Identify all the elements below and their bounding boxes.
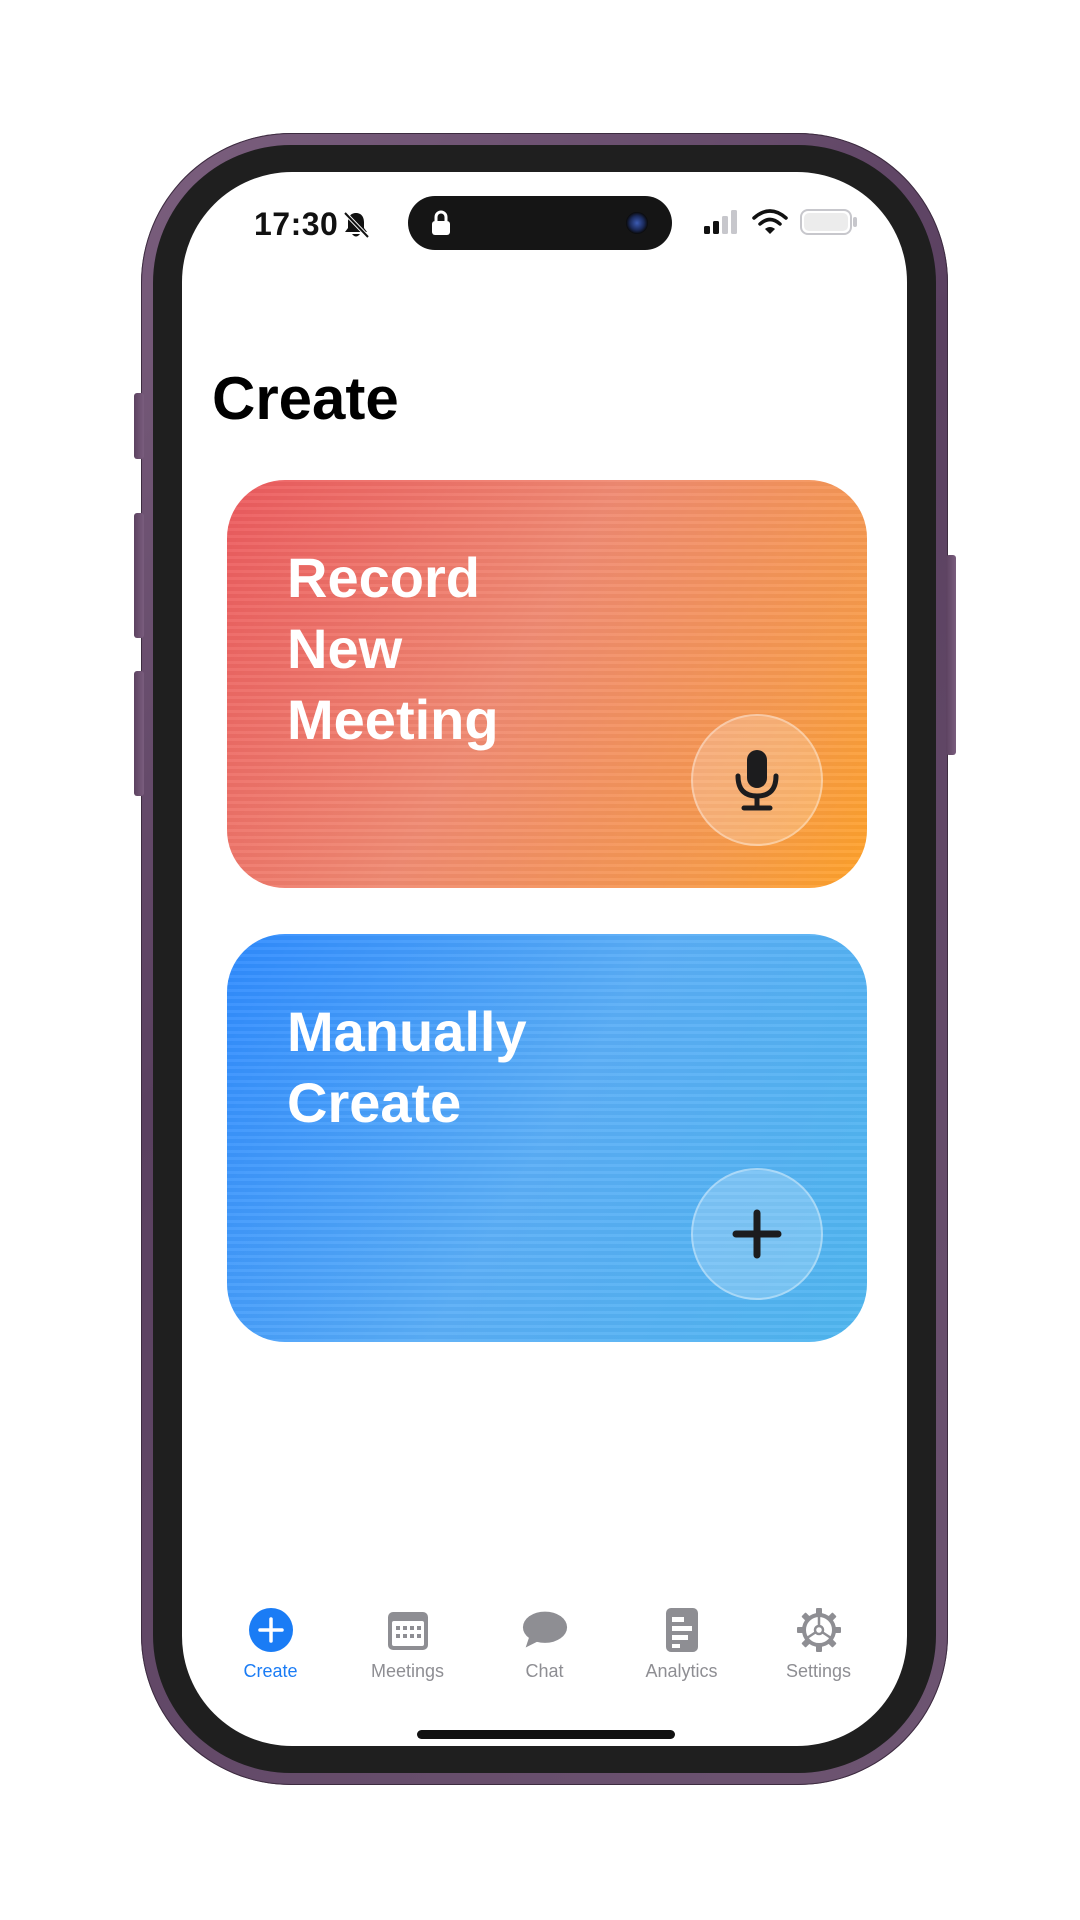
status-time: 17:30 [254, 206, 339, 242]
tab-chat-label: Chat [525, 1661, 564, 1681]
record-button[interactable] [691, 714, 823, 846]
dynamic-island [408, 196, 672, 250]
calendar-icon [387, 1612, 428, 1650]
manual-card-title-line: Create [287, 1071, 462, 1134]
tab-create-label: Create [243, 1661, 298, 1681]
camera-icon [626, 212, 648, 234]
manually-create-card[interactable]: Manually Create [227, 934, 867, 1342]
power-button [946, 555, 956, 755]
plus-circle-icon [248, 1608, 293, 1652]
record-card-title-line: Record [287, 546, 480, 609]
chat-bubble-icon [522, 1611, 567, 1648]
tab-meetings-label: Meetings [370, 1661, 445, 1681]
tab-create[interactable]: Create [206, 1607, 336, 1697]
tab-meetings[interactable]: Meetings [343, 1607, 473, 1697]
lock-icon [432, 210, 450, 235]
manual-create-button[interactable] [691, 1168, 823, 1300]
volume-up-button [134, 513, 144, 638]
gear-icon [796, 1608, 841, 1652]
document-chart-icon [665, 1608, 698, 1652]
tab-analytics[interactable]: Analytics [617, 1607, 747, 1697]
tab-analytics-label: Analytics [645, 1661, 718, 1681]
home-indicator[interactable] [417, 1730, 675, 1739]
wifi-icon [752, 209, 788, 234]
volume-down-button [134, 671, 144, 796]
record-card-title: Record New Meeting [287, 542, 647, 755]
signal-icon [704, 210, 737, 234]
record-new-meeting-card[interactable]: Record New Meeting [227, 480, 867, 888]
bell-slash-icon [343, 211, 370, 239]
plus-icon [732, 1209, 782, 1259]
tab-settings[interactable]: Settings [754, 1607, 884, 1697]
microphone-icon [735, 750, 779, 811]
battery-icon [800, 209, 857, 235]
page-title: Create [212, 365, 399, 432]
manual-card-title-line: Manually [287, 1000, 527, 1063]
action-button [134, 393, 144, 459]
tab-chat[interactable]: Chat [480, 1607, 610, 1697]
tab-settings-label: Settings [785, 1661, 852, 1681]
record-card-title-line: Meeting [287, 688, 499, 751]
phone-screen: 17:30 Create Record New Meeting [182, 172, 907, 1746]
manual-card-title: Manually Create [287, 996, 647, 1138]
record-card-title-line: New [287, 617, 403, 680]
tab-bar: Create Meetings [182, 1607, 907, 1697]
